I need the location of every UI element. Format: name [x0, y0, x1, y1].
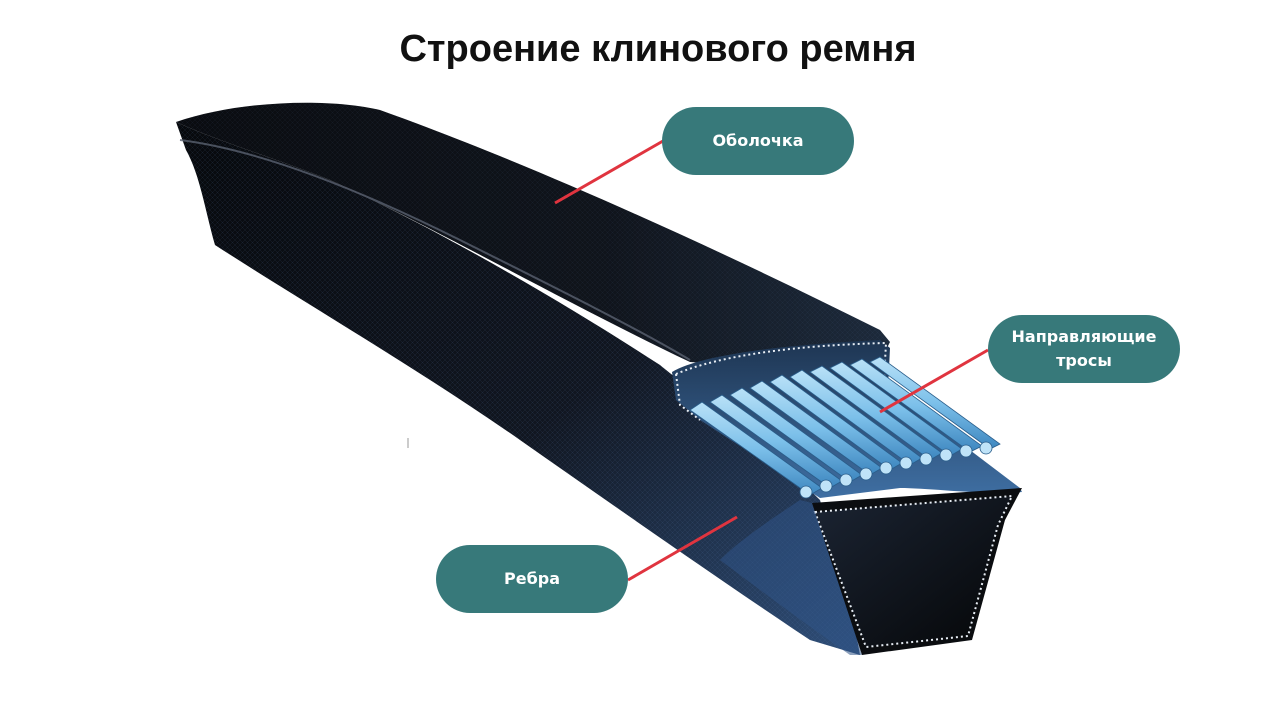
callout-shell-label: Оболочка [712, 131, 804, 150]
callout-ribs-label: Ребра [504, 569, 560, 588]
tension-cords [689, 356, 1001, 499]
leader-line-shell [554, 139, 664, 205]
callout-tension-cords: Направляющие тросы [988, 315, 1180, 383]
diagram-title: Строение клинового ремня [399, 28, 917, 70]
leader-line-ribs [627, 515, 738, 582]
callout-ribs: Ребра [436, 545, 628, 613]
leader-line-cords [879, 348, 989, 414]
callout-cords-line1: Направляющие [1011, 327, 1157, 346]
callout-cords-line2: тросы [1056, 351, 1112, 370]
callout-shell: Оболочка [662, 107, 854, 175]
